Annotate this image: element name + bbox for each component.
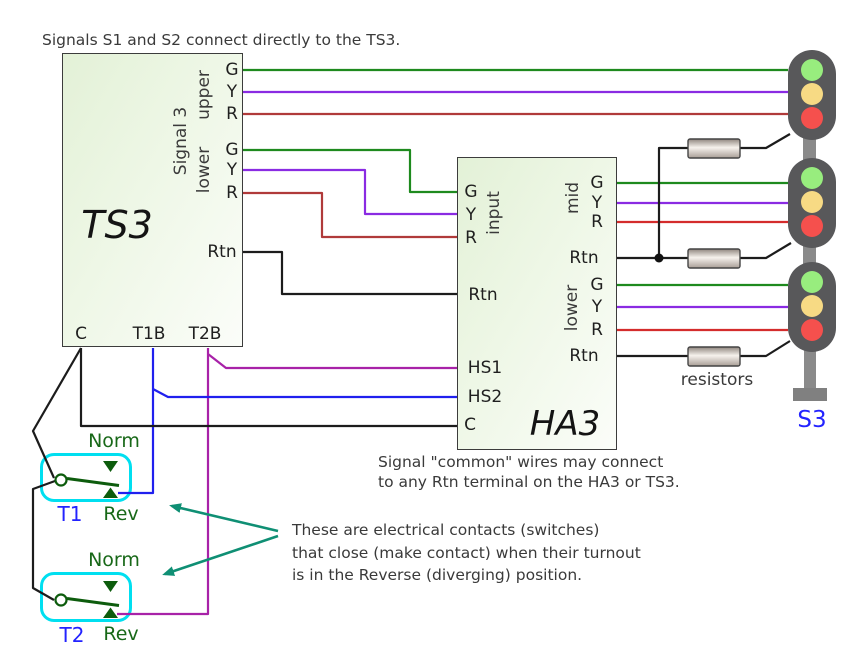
ha3-terminal-in-y: Y (465, 205, 477, 225)
ha3-title: HA3 (529, 404, 601, 444)
ts3-terminal-upper-y: Y (226, 82, 238, 102)
ha3-terminal-mid-r: R (591, 212, 603, 232)
wire-t2b-to-hs1 (207, 353, 457, 370)
wire-t1b-to-hs2 (152, 388, 457, 399)
resistor-3 (687, 346, 741, 367)
contacts-note: These are electrical contacts (switches)… (292, 519, 641, 587)
ha3-terminal-c: C (464, 415, 476, 435)
mast-base (793, 388, 827, 401)
ha3-terminal-rtn: Rtn (468, 285, 498, 305)
ha3-terminal-mid-y: Y (591, 193, 603, 213)
common-wires-note: Signal "common" wires may connect to any… (378, 452, 680, 492)
wire-res3-to-head3 (740, 340, 791, 358)
ha3-terminal-hs1: HS1 (467, 358, 503, 378)
note-arrow-to-t1 (169, 503, 279, 533)
turnout-t2-switch (54, 581, 120, 618)
diagram-title: Signals S1 and S2 connect directly to th… (42, 31, 401, 49)
ha3-terminal-low-rtn: Rtn (569, 346, 599, 366)
ts3-terminal-upper-g: G (225, 60, 239, 80)
t1-label: T1 (57, 502, 83, 526)
ts3-terminal-rtn: Rtn (207, 242, 237, 262)
ha3-terminal-mid-rtn: Rtn (569, 248, 599, 268)
junction-dot (654, 253, 664, 263)
ts3-terminal-t1b: T1B (132, 324, 166, 344)
wire-res1-to-head1 (740, 133, 791, 150)
t1-rev-label: Rev (103, 503, 139, 525)
contacts-note-line3: is in the Reverse (diverging) position. (292, 566, 583, 584)
rev-contact-icon (103, 487, 118, 498)
wire-lower-green-to-ha3 (243, 148, 457, 194)
turnout-t2-contact-box (40, 572, 132, 622)
mast-post-1 (803, 136, 816, 162)
turnout-t1-switch (54, 461, 120, 498)
rev-contact-icon (103, 607, 118, 618)
common-wires-note-line2: to any Rtn terminal on the HA3 or TS3. (378, 473, 680, 491)
t2-rev-label: Rev (103, 623, 139, 645)
yellow-light (801, 191, 823, 213)
resistor-1 (687, 138, 741, 159)
wire-t1-to-t2 (31, 479, 56, 601)
norm-contact-icon (103, 581, 118, 592)
resistors-label: resistors (680, 370, 754, 390)
ts3-signal3-label: Signal 3 (171, 106, 191, 176)
signal-s3-label: S3 (797, 407, 827, 433)
t2-norm-label: Norm (88, 549, 140, 571)
ha3-terminal-in-g: G (464, 182, 478, 202)
yellow-light (801, 83, 823, 105)
t2-label: T2 (59, 623, 85, 647)
contacts-note-line1: These are electrical contacts (switches) (292, 521, 600, 539)
signal-head-upper (788, 50, 836, 140)
wire-junction-to-res1 (657, 146, 688, 258)
wire-lower-red-to-ha3 (243, 191, 457, 239)
ha3-terminal-low-y: Y (591, 297, 603, 317)
red-light (801, 107, 823, 129)
ha3-terminal-in-r: R (465, 228, 477, 248)
ha3-terminal-low-r: R (591, 320, 603, 340)
ha3-mid-label: mid (563, 181, 583, 215)
resistor-2 (687, 248, 741, 269)
wire-t2b-to-t2 (117, 348, 210, 616)
ts3-terminal-lower-y: Y (226, 160, 238, 180)
mast-pole (804, 348, 816, 392)
t1-norm-label: Norm (88, 430, 140, 452)
ha3-lower-label: lower (562, 284, 582, 332)
turnout-t1-contact-box (40, 453, 132, 502)
yellow-light (801, 295, 823, 317)
ts3-terminal-t2b: T2B (188, 324, 222, 344)
wire-c-to-t1 (31, 347, 82, 479)
wire-lower-yellow-to-ha3 (243, 168, 457, 216)
red-light (801, 319, 823, 341)
ts3-module-box (62, 53, 243, 347)
wire-c-to-ha3-c (79, 348, 457, 428)
ha3-module-box (457, 157, 617, 450)
ts3-terminal-c: C (75, 324, 87, 344)
green-light (801, 271, 823, 293)
ts3-title: TS3 (81, 203, 153, 247)
switch-pivot (54, 593, 68, 607)
contacts-note-line2: that close (make contact) when their tur… (292, 543, 641, 562)
ha3-input-label: input (484, 191, 504, 235)
ts3-terminal-lower-r: R (226, 183, 238, 203)
switch-pivot (54, 473, 68, 487)
green-light (801, 59, 823, 81)
note-arrow-to-t2 (162, 534, 279, 576)
mast-post-2 (803, 244, 816, 266)
ts3-terminal-upper-r: R (226, 104, 238, 124)
green-light (801, 167, 823, 189)
ha3-terminal-low-g: G (590, 275, 604, 295)
signal-head-lower (788, 262, 836, 352)
wire-t1b-to-t1 (118, 348, 155, 495)
ts3-upper-label: upper (194, 70, 214, 120)
signal-head-mid (788, 158, 836, 248)
ts3-terminal-lower-g: G (225, 140, 239, 160)
ha3-terminal-hs2: HS2 (467, 387, 503, 407)
red-light (801, 215, 823, 237)
ha3-terminal-mid-g: G (590, 173, 604, 193)
wire-res2-to-head2 (740, 242, 792, 260)
wire-rtn-ts3-to-ha3 (243, 250, 457, 296)
ts3-lower-label: lower (194, 146, 214, 194)
norm-contact-icon (103, 461, 118, 472)
common-wires-note-line1: Signal "common" wires may connect (378, 453, 664, 471)
